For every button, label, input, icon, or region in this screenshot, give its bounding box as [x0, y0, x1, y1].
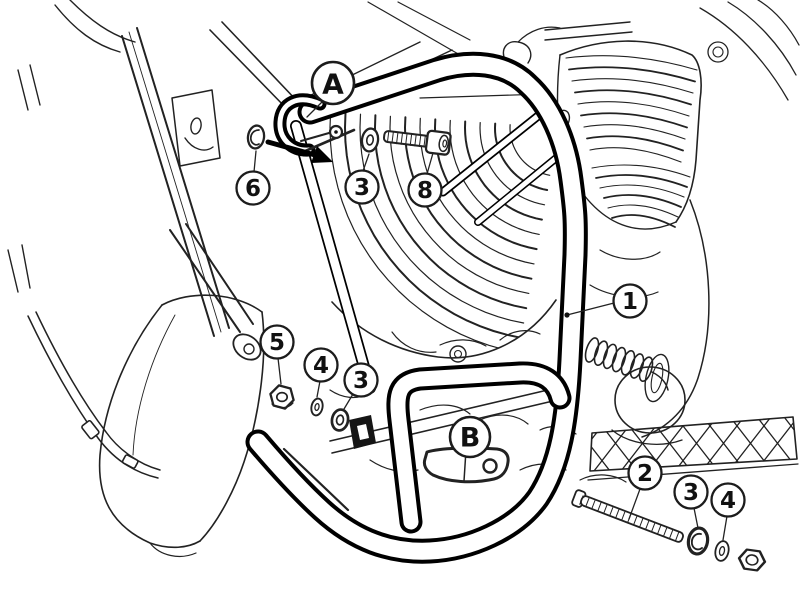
- hardware-icons: [246, 124, 767, 572]
- callout-5: 5: [259, 324, 295, 360]
- leader-lines: [253, 100, 728, 541]
- callouts: A 6 3 8 5 4 3 1: [235, 60, 746, 518]
- callout-2: 2: [627, 455, 663, 491]
- engine-guard-tube: [245, 51, 588, 564]
- callout-a: A: [310, 60, 356, 106]
- callout-2-label: 2: [637, 461, 653, 487]
- callout-3-bottom: 3: [673, 474, 709, 510]
- callout-1: 1: [612, 283, 648, 319]
- direction-arrow: [265, 139, 333, 163]
- small-washer-icon: [714, 540, 730, 562]
- callout-1-label: 1: [622, 289, 638, 315]
- callout-4-bottom-label: 4: [720, 488, 736, 514]
- callout-3-mid-label: 3: [353, 368, 369, 394]
- pushrod-tubes: [438, 107, 571, 226]
- engine-mount-clamp: [349, 415, 376, 449]
- front-fork: [121, 27, 262, 361]
- return-spring: [584, 337, 654, 383]
- socket-head-bolt-icon: [382, 129, 452, 156]
- flat-washer-icon: [686, 526, 710, 556]
- callout-3-mid: 3: [343, 362, 379, 398]
- hex-nut-icon: [737, 548, 767, 572]
- flat-washer-icon: [360, 127, 380, 153]
- rear-cylinder-fins: [565, 55, 698, 228]
- cable-lines: [7, 0, 136, 293]
- callout-8-label: 8: [417, 178, 433, 204]
- hex-flange-nut-icon: [269, 384, 295, 410]
- rear-cylinder: [502, 21, 702, 230]
- callout-3-top-label: 3: [354, 175, 370, 201]
- frame-neck: [171, 21, 299, 167]
- flat-washer-icon: [330, 408, 350, 432]
- callout-8: 8: [407, 172, 443, 208]
- spring-washer-icon: [246, 124, 266, 150]
- callout-3-bottom-label: 3: [683, 480, 699, 506]
- callout-6: 6: [235, 170, 271, 206]
- callout-6-label: 6: [245, 176, 261, 202]
- upper-clamp-a: [300, 124, 356, 154]
- top-right-engine-detail: [699, 0, 800, 101]
- callout-4-bottom: 4: [710, 482, 746, 518]
- frame-downtube: [290, 120, 376, 394]
- callout-a-label: A: [322, 68, 344, 101]
- callout-5-label: 5: [269, 330, 285, 356]
- callout-3-top: 3: [344, 169, 380, 205]
- brake-hose: [27, 311, 161, 479]
- callout-b: B: [448, 415, 492, 459]
- callout-4-mid: 4: [303, 347, 339, 383]
- small-washer-icon: [310, 397, 324, 417]
- callout-b-label: B: [460, 423, 481, 454]
- callout-4-mid-label: 4: [313, 353, 329, 379]
- long-threaded-bolt-icon: [571, 489, 684, 543]
